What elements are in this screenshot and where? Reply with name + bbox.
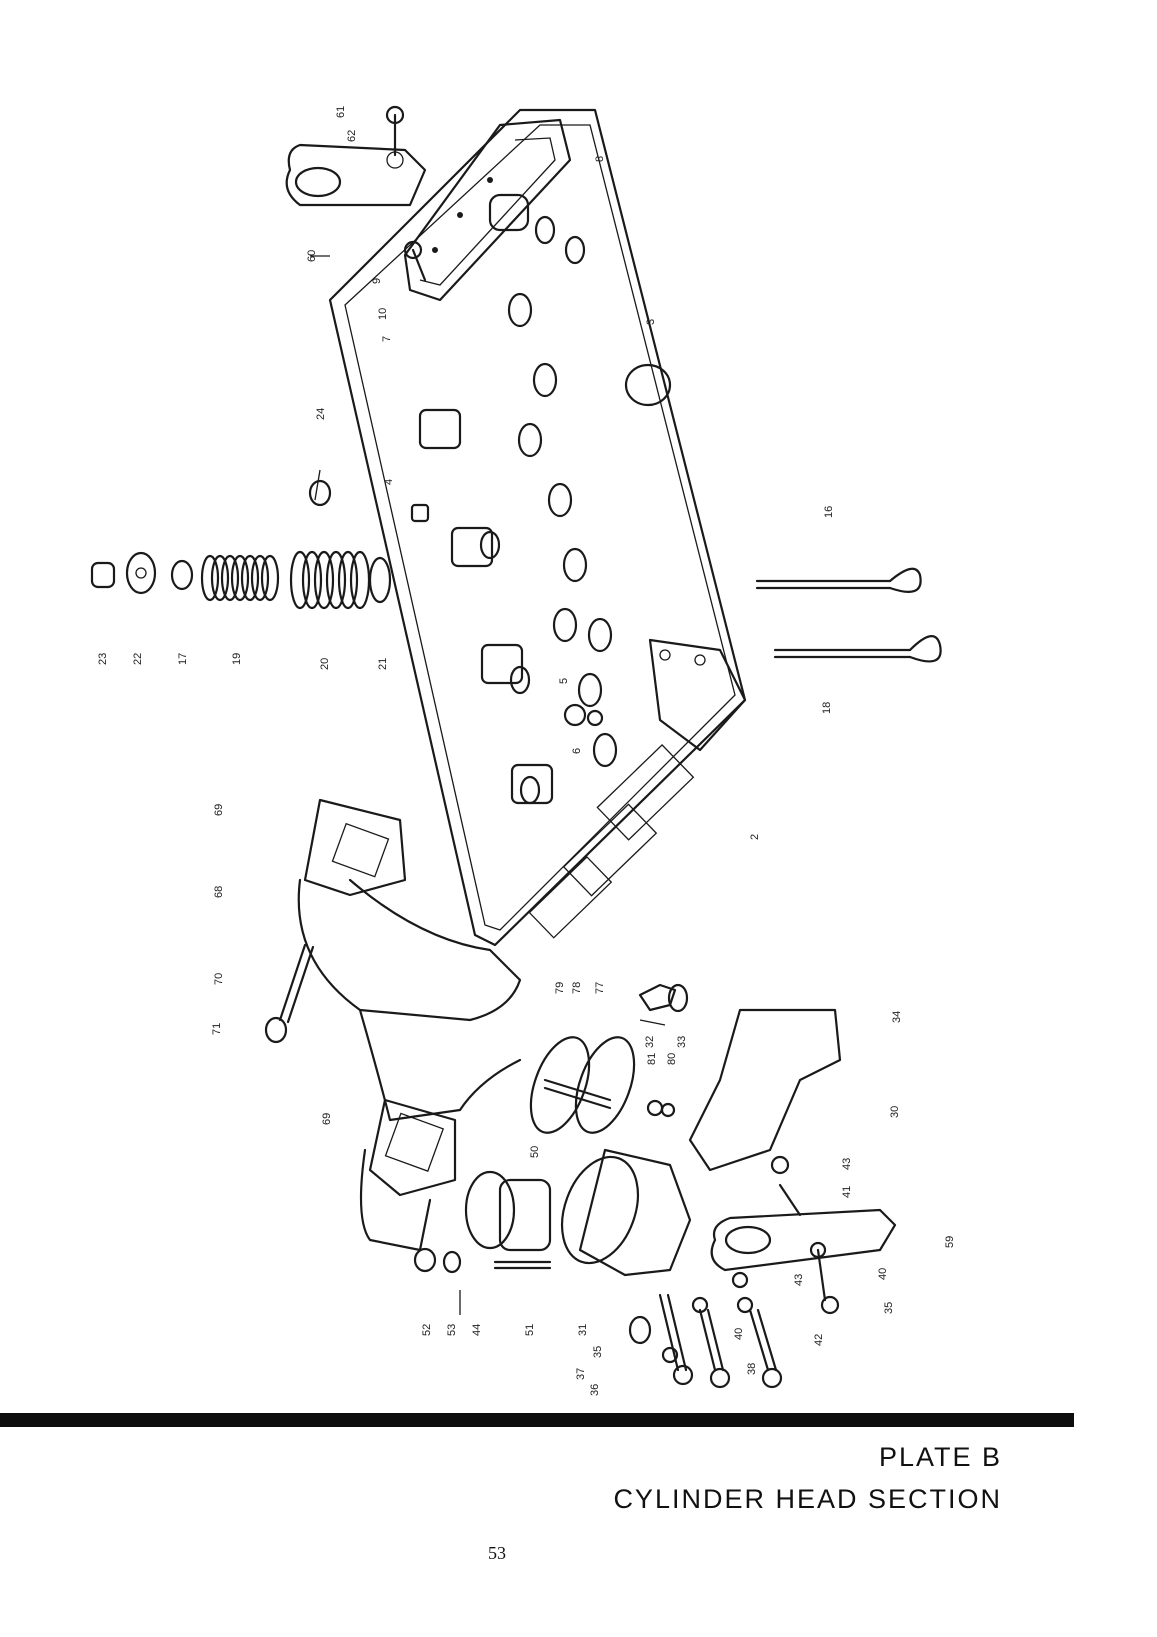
head-gasket	[403, 118, 572, 302]
lifting-bracket-top	[285, 105, 427, 282]
callout-label: 59	[944, 1236, 956, 1248]
bolts-and-studs	[628, 1271, 783, 1389]
callout-label: 78	[571, 982, 583, 994]
callout-label: 35	[592, 1346, 604, 1358]
callout-label: 60	[306, 250, 318, 262]
callout-label: 40	[733, 1328, 745, 1340]
callout-label: 4	[383, 479, 395, 485]
callout-label: 44	[471, 1324, 483, 1336]
callout-label: 41	[841, 1186, 853, 1198]
callout-label: 34	[891, 1011, 903, 1023]
callout-label: 2	[749, 834, 761, 840]
callout-label: 23	[97, 653, 109, 665]
callout-label: 35	[883, 1302, 895, 1314]
callout-label: 6	[571, 748, 583, 754]
callout-label: 32	[644, 1036, 656, 1048]
callout-labels: 61 62 60 8 9 10 7 3 24 4 16 23 22 17 19 …	[97, 106, 956, 1396]
callout-label: 24	[315, 408, 327, 420]
callout-label: 17	[177, 653, 189, 665]
callout-label: 43	[841, 1158, 853, 1170]
callout-label: 69	[213, 804, 225, 816]
callout-label: 31	[577, 1324, 589, 1336]
callout-label: 79	[554, 982, 566, 994]
callout-label: 5	[558, 678, 570, 684]
exploded-parts-diagram: 61 62 60 8 9 10 7 3 24 4 16 23 22 17 19 …	[90, 105, 956, 1396]
lifting-bracket-bottom	[688, 1008, 897, 1315]
callout-label: 21	[377, 658, 389, 670]
plate-title: PLATE B	[878, 1442, 1002, 1472]
callout-label: 33	[676, 1036, 688, 1048]
callout-label: 61	[335, 106, 347, 118]
callout-label: 18	[821, 702, 833, 714]
plate-subtitle: CYLINDER HEAD SECTION	[613, 1484, 1002, 1514]
callout-label: 70	[213, 973, 225, 985]
callout-label: 42	[813, 1334, 825, 1346]
callout-label: 77	[594, 982, 606, 994]
callout-label: 80	[666, 1053, 678, 1065]
callout-label: 81	[646, 1053, 658, 1065]
callout-label: 52	[421, 1324, 433, 1336]
callout-label: 50	[529, 1146, 541, 1158]
callout-label: 22	[132, 653, 144, 665]
callout-label: 19	[231, 653, 243, 665]
callout-label: 16	[823, 506, 835, 518]
callout-label: 9	[371, 278, 383, 284]
thermostat-housing	[413, 983, 692, 1277]
valve-spring-assembly	[90, 479, 430, 610]
callout-label: 68	[213, 886, 225, 898]
valves	[563, 567, 942, 727]
callout-label: 10	[377, 308, 389, 320]
callout-label: 20	[319, 658, 331, 670]
cylinder-head-block	[328, 108, 747, 947]
head-ports	[418, 193, 747, 939]
horizontal-rule	[0, 1413, 1074, 1427]
callout-label: 36	[589, 1384, 601, 1396]
outer-valve-spring	[289, 550, 371, 610]
callout-label: 37	[575, 1368, 587, 1380]
callout-label: 62	[346, 130, 358, 142]
callout-label: 30	[889, 1106, 901, 1118]
callout-label: 69	[321, 1113, 333, 1125]
callout-label: 43	[793, 1274, 805, 1286]
inner-valve-spring	[200, 554, 280, 602]
construction-lines	[310, 255, 666, 1315]
callout-label: 40	[877, 1268, 889, 1280]
callout-label: 53	[446, 1324, 458, 1336]
callout-label: 38	[746, 1363, 758, 1375]
callout-label: 51	[524, 1324, 536, 1336]
callout-label: 71	[211, 1023, 223, 1035]
callout-label: 3	[645, 319, 657, 325]
callout-label: 7	[381, 336, 393, 342]
page-number: 53	[488, 1543, 506, 1563]
manifold	[264, 798, 522, 1252]
callout-label: 8	[594, 156, 606, 162]
